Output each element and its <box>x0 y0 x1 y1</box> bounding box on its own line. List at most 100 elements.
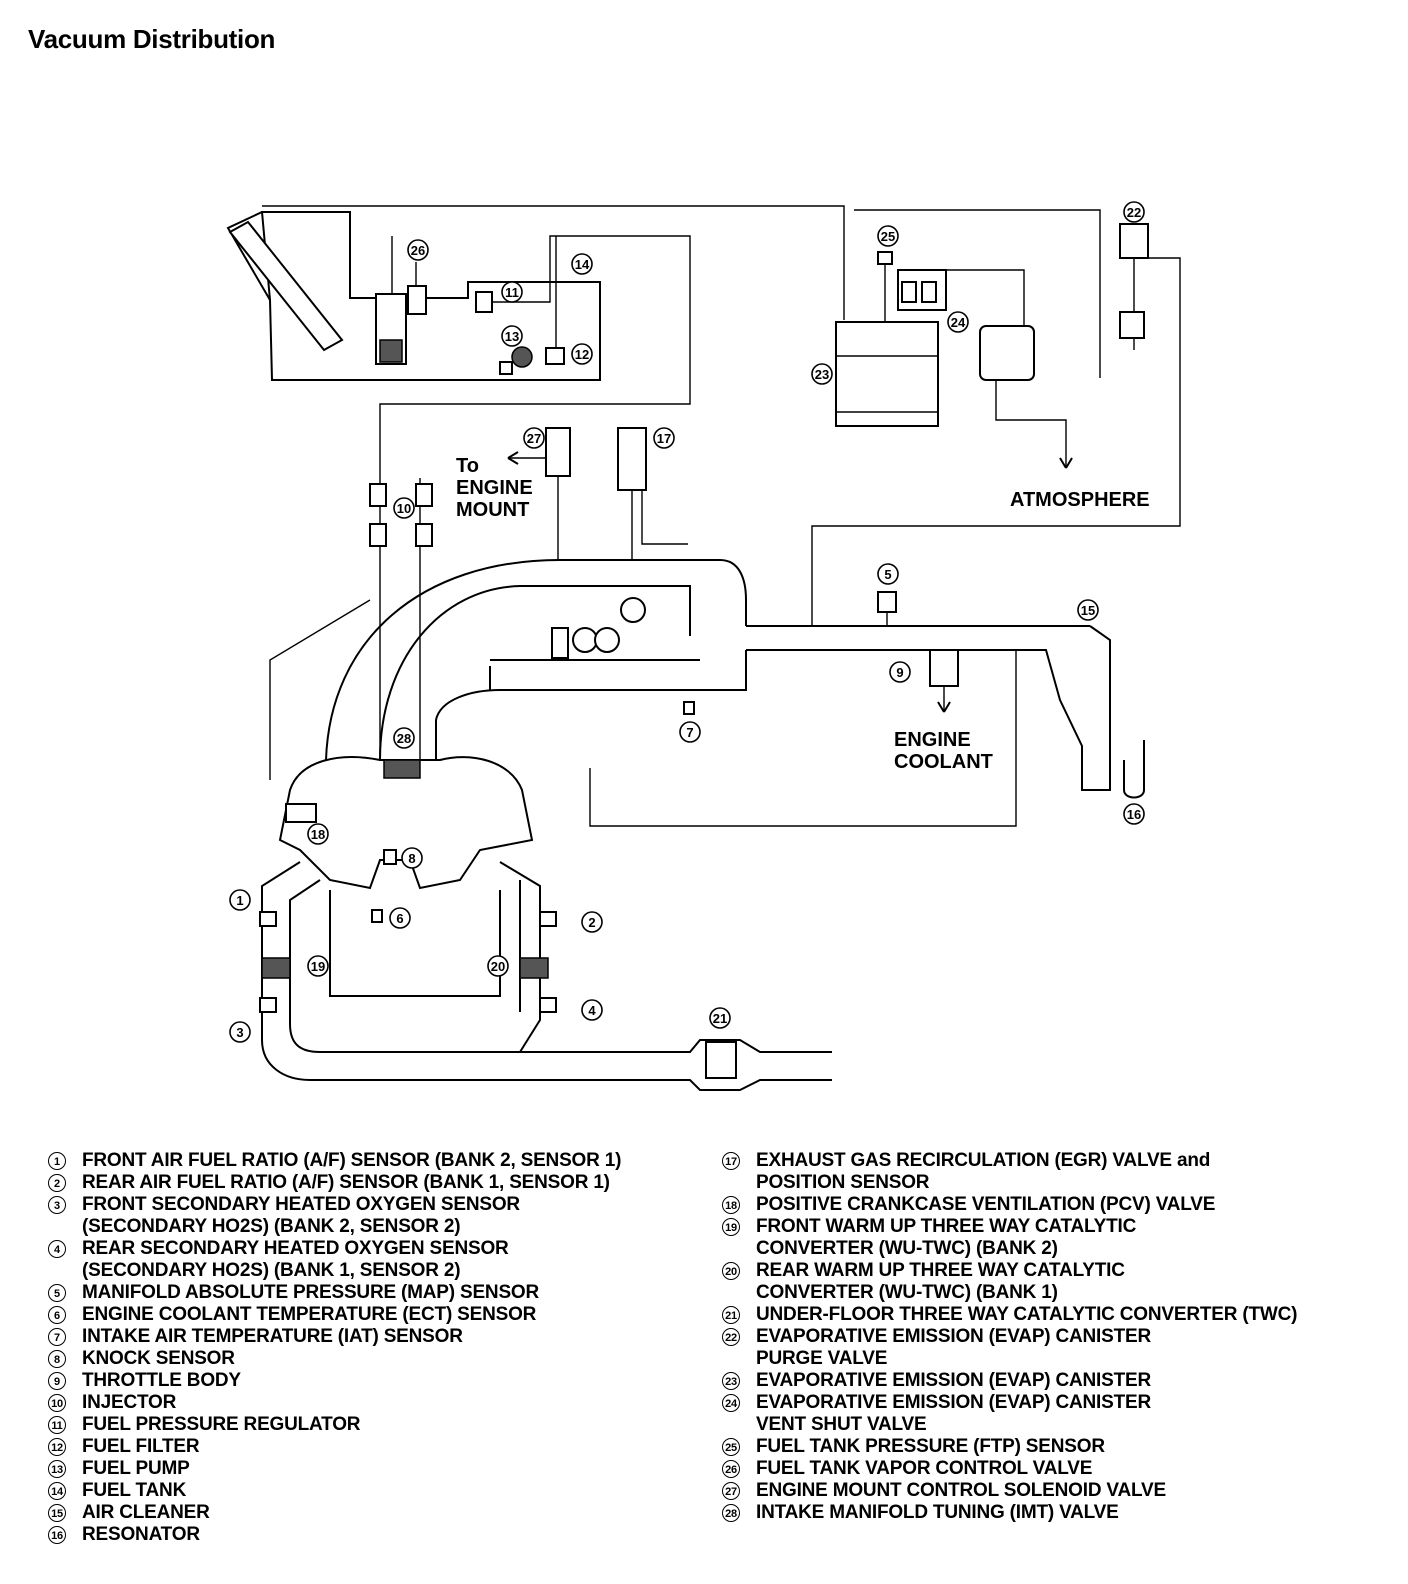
legend-number: 1 <box>48 1150 82 1172</box>
legend-text: AIR CLEANER <box>82 1502 210 1523</box>
callout-3: 3 <box>229 1021 251 1043</box>
callout-28: 28 <box>393 727 415 749</box>
legend-number-circle: 18 <box>722 1196 740 1214</box>
legend-number-circle: 3 <box>48 1196 66 1214</box>
callout-number: 16 <box>1127 807 1141 822</box>
legend-number-circle: 12 <box>48 1438 66 1456</box>
legend-number-circle: 27 <box>722 1482 740 1500</box>
vapor-control-valve <box>407 285 427 315</box>
callout-circle <box>571 253 593 275</box>
legend-number: 13 <box>48 1458 82 1480</box>
legend-number: 8 <box>48 1348 82 1370</box>
callout-9: 9 <box>889 661 911 683</box>
engine-heads <box>278 756 534 890</box>
intake-runner-inner <box>379 585 691 761</box>
knock-sensor <box>383 849 397 865</box>
egr-valve <box>617 427 647 491</box>
legend-text: FUEL FILTER <box>82 1436 200 1457</box>
legend-number-circle: 6 <box>48 1306 66 1324</box>
imt-valve <box>383 759 421 779</box>
callout-number: 1 <box>236 893 243 908</box>
callout-circle <box>501 281 523 303</box>
intake-runner-outer <box>325 559 747 761</box>
callout-number: 4 <box>588 1003 596 1018</box>
legend-number: 23 <box>722 1370 756 1392</box>
callout-12: 12 <box>571 343 593 365</box>
callout-number: 2 <box>588 915 595 930</box>
callout-number: 19 <box>311 959 325 974</box>
to-engine-mount-line: To <box>456 455 479 477</box>
legend-text: EVAPORATIVE EMISSION (EVAP) CANISTER VEN… <box>756 1392 1152 1435</box>
callout-circle <box>1123 803 1145 825</box>
legend-number: 18 <box>722 1194 756 1216</box>
resonator <box>1123 740 1145 799</box>
callout-number: 14 <box>575 257 590 272</box>
canister-filter-lines <box>836 355 938 413</box>
legend-text: FUEL PRESSURE REGULATOR <box>82 1414 361 1435</box>
engine-mount-arrow <box>507 451 519 465</box>
legend-text: FUEL TANK <box>82 1480 187 1501</box>
callout-number: 8 <box>408 851 415 866</box>
callout-circle <box>523 427 545 449</box>
legend-number-circle: 9 <box>48 1372 66 1390</box>
callout-circle <box>877 563 899 585</box>
egr-and-mount-valves <box>507 427 688 560</box>
callout-circle <box>307 955 329 977</box>
legend-text: INTAKE AIR TEMPERATURE (IAT) SENSOR <box>82 1326 463 1347</box>
legend-number-circle: 22 <box>722 1328 740 1346</box>
legend-item: 12 FUEL FILTER <box>48 1436 728 1458</box>
engine-coolant-line: ENGINE <box>894 729 971 751</box>
legend-number-circle: 21 <box>722 1306 740 1324</box>
vapor-lines <box>391 236 417 294</box>
purge-line <box>811 257 1181 626</box>
injector-b <box>415 483 433 507</box>
pcv-valve <box>285 803 317 823</box>
legend-number: 6 <box>48 1304 82 1326</box>
injector-lines <box>379 478 421 760</box>
legend-text: FRONT WARM UP THREE WAY CATALYTIC CONVER… <box>756 1216 1137 1259</box>
imt-port <box>551 627 569 659</box>
vent-valve-coil-2 <box>921 281 937 303</box>
engine-coolant-label: ENGINE COOLANT <box>894 729 993 773</box>
front-wu-twc <box>261 957 291 979</box>
injectors <box>369 478 433 760</box>
callout-18: 18 <box>307 823 329 845</box>
legend-number: 14 <box>48 1480 82 1502</box>
fuel-pump-box <box>499 361 513 375</box>
callout-4: 4 <box>581 999 603 1021</box>
legend-number: 25 <box>722 1436 756 1458</box>
fuel-filler-neck <box>228 220 344 352</box>
callout-21: 21 <box>709 1007 731 1029</box>
callout-number: 5 <box>884 567 891 582</box>
legend-number: 9 <box>48 1370 82 1392</box>
legend-text: THROTTLE BODY <box>82 1370 241 1391</box>
callout-17: 17 <box>653 427 675 449</box>
legend-number-circle: 20 <box>722 1262 740 1280</box>
callout-circle <box>393 727 415 749</box>
callout-1: 1 <box>229 889 251 911</box>
legend-text: RESONATOR <box>82 1524 200 1545</box>
legend-number: 2 <box>48 1172 82 1194</box>
legend-text: REAR AIR FUEL RATIO (A/F) SENSOR (BANK 1… <box>82 1172 610 1193</box>
legend-number-circle: 1 <box>48 1152 66 1170</box>
to-engine-mount-label: To ENGINE MOUNT <box>456 455 538 521</box>
callout-15: 15 <box>1077 599 1099 621</box>
callout-number: 25 <box>881 229 895 244</box>
exhaust-pipe-outer <box>261 861 832 1091</box>
legend-number-circle: 4 <box>48 1240 66 1258</box>
evap-line-2 <box>854 209 1101 378</box>
callout-20: 20 <box>487 955 509 977</box>
callout-5: 5 <box>877 563 899 585</box>
imt-valve-b <box>594 627 620 653</box>
legend-number-circle: 10 <box>48 1394 66 1412</box>
